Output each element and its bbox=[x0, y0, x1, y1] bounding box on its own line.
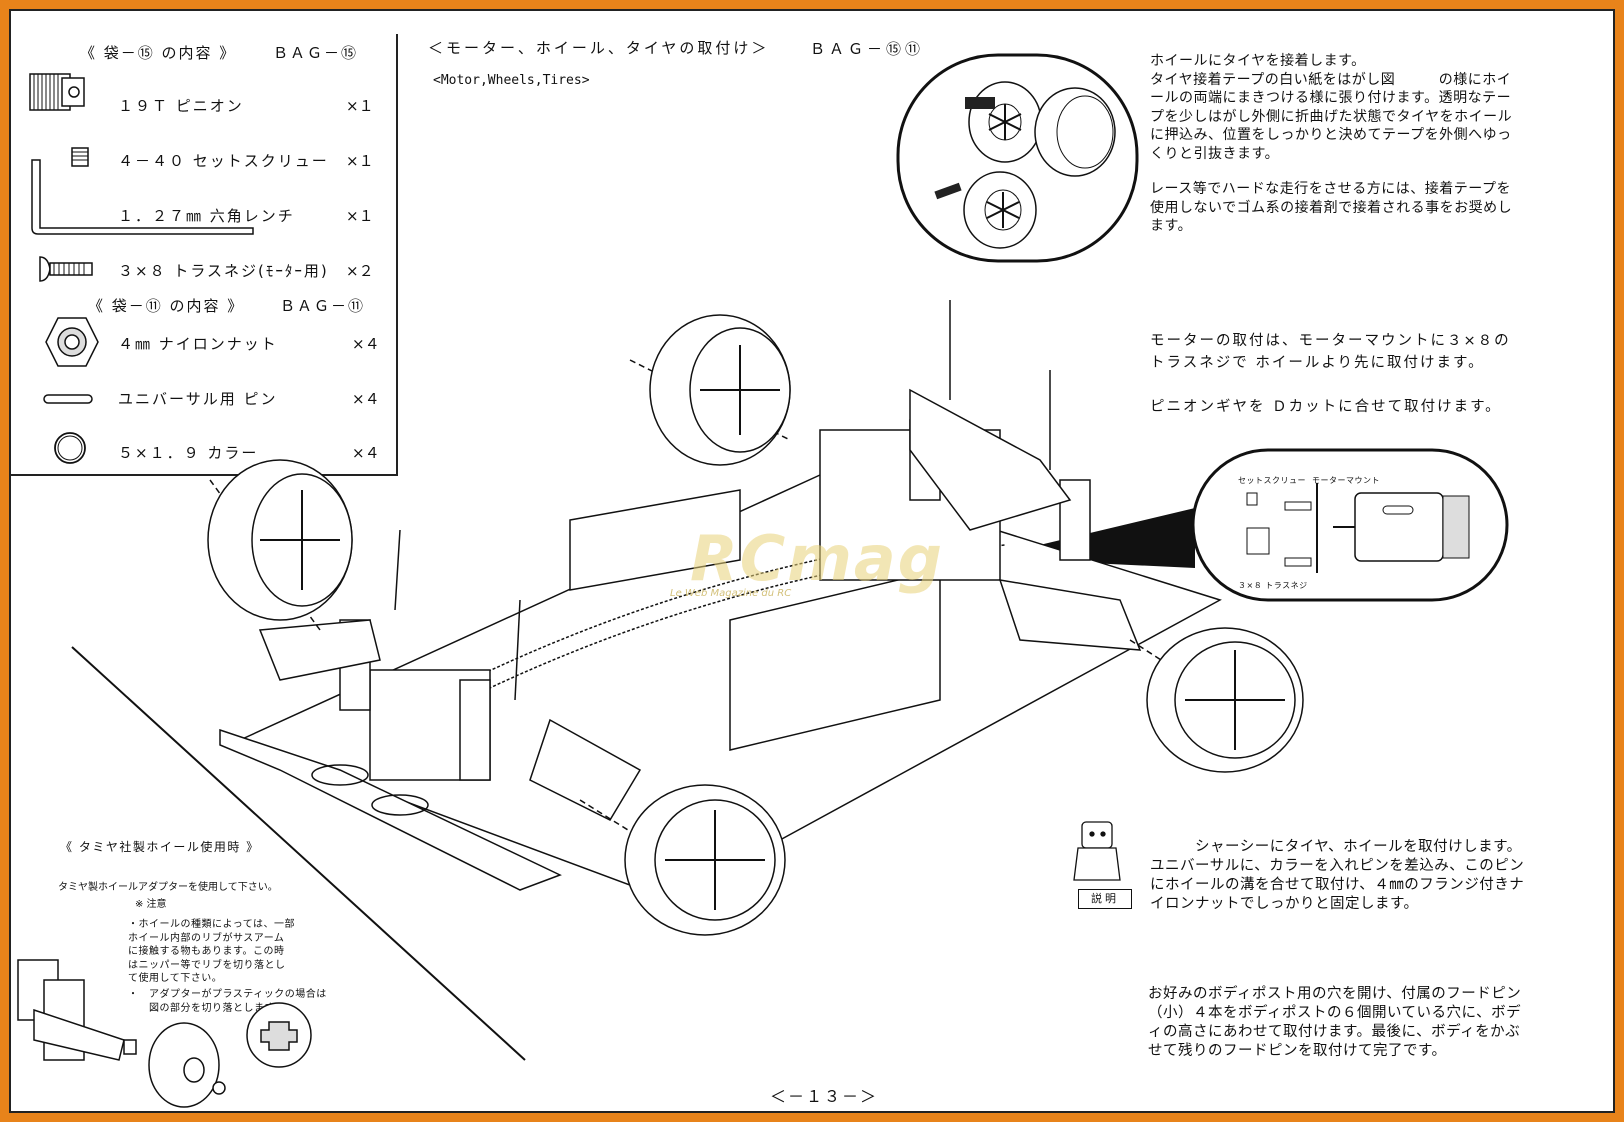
callout-screw-label: ３×８ トラスネジ bbox=[1238, 581, 1308, 590]
body-line: せて残りのフードピンを取付けて完了です。 bbox=[1148, 1043, 1447, 1059]
universal-pin-icon bbox=[43, 394, 93, 404]
diagonal-divider bbox=[71, 646, 526, 1061]
bag11-item-3-name: ５×１．９ カラー bbox=[118, 444, 259, 462]
bag11-item-2-name: ユニバーサル用 ピン bbox=[118, 390, 278, 408]
bullet1-line: ・ホイールの種類によっては、一部 bbox=[128, 919, 295, 930]
watermark-tagline: Le Web Magazine du RC bbox=[670, 588, 792, 599]
motor-mount-callout bbox=[985, 448, 1509, 602]
watermark-brand: RCmag bbox=[690, 522, 945, 595]
pinion-gear-icon bbox=[29, 73, 85, 111]
motor-line: モーターの取付は、モーターマウントに３×８の bbox=[1150, 333, 1511, 349]
bag15-title: 《 袋－⑮ の内容 》 bbox=[80, 44, 237, 62]
bag11-item-3-qty: ×４ bbox=[352, 444, 380, 462]
tire-line: くりと引抜きます。 bbox=[1150, 145, 1280, 162]
set-screw-icon bbox=[71, 147, 89, 167]
tire-instructions: ホイールにタイヤを接着します。 タイヤ接着テープの白い紙をはがし図 の様にホイ … bbox=[1150, 52, 1512, 163]
pinion-instruction: ピニオンギヤを Ｄカットに合せて取付けます。 bbox=[1150, 399, 1502, 415]
tire-line: タイヤ接着テープの白い紙をはがし図 の様にホイ bbox=[1150, 71, 1512, 88]
truss-screw-icon bbox=[39, 256, 93, 282]
section-title: ＜モーター、ホイール、タイヤの取付け＞ bbox=[428, 39, 770, 57]
body-line: （小）４本をボディポストの６個開いている穴に、ボデ bbox=[1148, 1005, 1522, 1021]
page-border bbox=[9, 9, 1615, 1113]
chassis-exploded-view bbox=[207, 300, 1304, 936]
bullet1-line: て使用して下さい。 bbox=[128, 973, 223, 984]
page-number: ＜－１３－＞ bbox=[770, 1087, 879, 1106]
hex-wrench-icon bbox=[31, 159, 254, 235]
parts-box bbox=[11, 34, 398, 476]
chassis-line: シャーシーにタイヤ、ホイールを取付けします。 bbox=[1150, 839, 1522, 855]
bag15-item-2-qty: ×１ bbox=[346, 152, 374, 170]
chassis-instructions: シャーシーにタイヤ、ホイールを取付けします。 ユニバーサルに、カラーを入れピンを… bbox=[1150, 838, 1524, 914]
explanation-mascot-icon bbox=[1073, 821, 1121, 881]
section-bag-ref: ＢＡＧ－⑮⑪ bbox=[810, 40, 925, 58]
bullet2-line: ・ アダプターがプラスティックの場合は bbox=[128, 989, 327, 1000]
bag15-item-1-qty: ×１ bbox=[346, 97, 374, 115]
tamiya-note-line1: タミヤ製ホイールアダプターを使用して下さい。 bbox=[58, 882, 278, 893]
tamiya-note-bullet1: ・ホイールの種類によっては、一部 ホイール内部のリブがサスアーム に接触する物も… bbox=[128, 918, 295, 986]
tire-line: ホイールにタイヤを接着します。 bbox=[1150, 53, 1366, 69]
tire-line: プを少しはがし外側に折曲げた状態でタイヤをホイール bbox=[1150, 108, 1513, 125]
bag15-item-3-name: １．２７㎜ 六角レンチ bbox=[118, 207, 295, 225]
tire-line: に押込み、位置をしっかりと決めてテープを外側へゆっ bbox=[1150, 127, 1512, 143]
bullet1-line: はニッパー等でリブを切り落とし bbox=[128, 959, 286, 971]
chassis-line: にホイールの溝を合せて取付け、４㎜のフランジ付きナ bbox=[1150, 877, 1525, 893]
motor-instructions: モーターの取付は、モーターマウントに３×８の トラスネジで ホイールより先に取付… bbox=[1150, 330, 1511, 374]
chassis-line: ユニバーサルに、カラーを入れピンを差込み、このピン bbox=[1150, 858, 1525, 874]
bag15-item-3-qty: ×１ bbox=[346, 207, 374, 225]
tamiya-note-caution: ※ 注意 bbox=[135, 899, 167, 910]
bag11-title: 《 袋－⑪ の内容 》 bbox=[88, 297, 245, 315]
bag15-code: ＢＡＧ－⑮ bbox=[273, 44, 359, 62]
body-line: お好みのボディポスト用の穴を開け、付属のフードピン bbox=[1148, 986, 1522, 1002]
tire-note-line: ます。 bbox=[1150, 218, 1193, 234]
bag15-item-1-name: １９Ｔ ピニオン bbox=[118, 97, 244, 115]
bullet1-line: ホイール内部のリブがサスアーム bbox=[128, 932, 285, 944]
bag11-item-1-name: ４㎜ ナイロンナット bbox=[118, 335, 278, 353]
section-title-en: <Motor,Wheels,Tires> bbox=[433, 73, 590, 88]
bullet1-line: に接触する物もあります。この時 bbox=[128, 946, 285, 957]
tire-note-line: 使用しないでゴム系の接着剤で接着される事をお奨めし bbox=[1150, 199, 1513, 216]
tire-note: レース等でハードな走行をさせる方には、接着テープを 使用しないでゴム系の接着剤で… bbox=[1150, 180, 1512, 236]
body-line: ィの高さにあわせて取付けます。最後に、ボディをかぶ bbox=[1148, 1024, 1521, 1040]
bag11-code: ＢＡＧ－⑪ bbox=[280, 297, 366, 315]
nylon-nut-icon bbox=[45, 317, 99, 367]
explanation-badge: 説明 bbox=[1078, 889, 1132, 909]
tire-taping-illustration bbox=[896, 53, 1139, 263]
tamiya-note-bullet2: ・ アダプターがプラスティックの場合は 図の部分を切り落とします。 bbox=[128, 988, 327, 1015]
bag15-item-2-name: ４－４０ セットスクリュー bbox=[118, 152, 329, 170]
tamiya-adapter-illustration bbox=[17, 959, 312, 1108]
tire-note-line: レース等でハードな走行をさせる方には、接着テープを bbox=[1150, 181, 1511, 197]
body-instructions: お好みのボディポスト用の穴を開け、付属のフードピン （小）４本をボディポストの６… bbox=[1148, 985, 1521, 1061]
callout-set-screw-label: セットスクリュー bbox=[1238, 476, 1306, 485]
bag15-item-4-qty: ×２ bbox=[346, 262, 374, 280]
tamiya-note-title: 《 タミヤ社製ホイール使用時 》 bbox=[60, 840, 260, 854]
chassis-line: イロンナットでしっかりと固定します。 bbox=[1150, 896, 1419, 912]
bag11-item-2-qty: ×４ bbox=[352, 390, 380, 408]
tire-line: ールの両端にまきつける様に張り付けます。透明なテー bbox=[1150, 90, 1512, 106]
collar-icon bbox=[54, 432, 86, 464]
bag15-item-4-name: ３×８ トラスネジ(ﾓｰﾀｰ用) bbox=[118, 262, 329, 280]
bullet2-line: 図の部分を切り落とします。 bbox=[128, 1002, 285, 1014]
motor-line: トラスネジで ホイールより先に取付けます。 bbox=[1150, 355, 1485, 371]
bag11-item-1-qty: ×４ bbox=[352, 335, 380, 353]
callout-motor-mount-label: モーターマウント bbox=[1312, 476, 1380, 485]
